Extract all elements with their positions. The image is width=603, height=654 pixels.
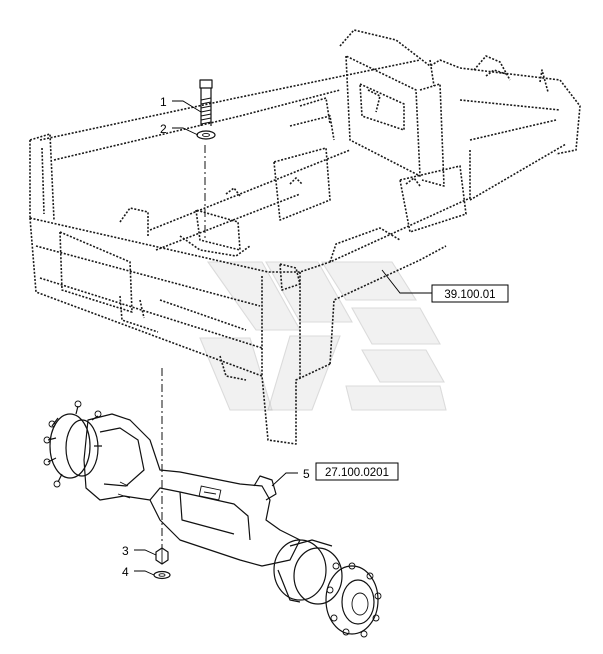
axle-assembly	[43, 400, 382, 638]
callout-1: 1	[160, 95, 167, 109]
callout-2: 2	[160, 122, 167, 136]
callout-3: 3	[122, 544, 129, 558]
reference-axle-code: 27.100.0201	[325, 467, 389, 479]
chassis-frame	[29, 29, 581, 445]
watermark-logo	[199, 261, 447, 411]
bolt	[199, 79, 213, 126]
washer-lower	[153, 570, 171, 580]
nut	[155, 547, 169, 565]
reference-frame-code: 39.100.01	[444, 289, 495, 301]
callout-4: 4	[122, 565, 129, 579]
callout-5: 5	[303, 467, 310, 481]
reference-axle[interactable]: 27.100.0201	[315, 462, 399, 481]
washer-upper	[196, 130, 216, 140]
leader-lines	[134, 100, 432, 576]
reference-frame[interactable]: 39.100.01	[431, 284, 509, 303]
